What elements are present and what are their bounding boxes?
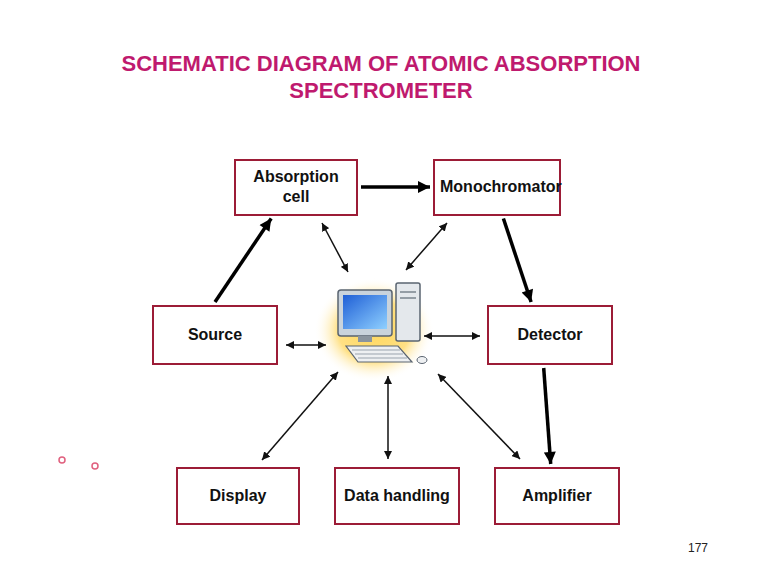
process-box: Absorption cell (234, 159, 358, 216)
box-label: Source (188, 325, 242, 345)
glow (314, 278, 434, 382)
box-label: Display (210, 486, 267, 506)
process-box: Amplifier (494, 467, 620, 525)
tower (396, 283, 420, 341)
box-label: Data handling (344, 486, 450, 506)
mouse (417, 357, 427, 364)
pointer-dot (59, 457, 65, 463)
flow-arrow (215, 219, 271, 303)
keyboard-keys (352, 350, 407, 358)
link-arrow (406, 223, 447, 270)
box-label: Absorption cell (241, 167, 351, 207)
process-box: Detector (487, 305, 613, 365)
computer-link-arrows (262, 223, 520, 460)
flow-arrow (503, 219, 531, 303)
keyboard (346, 346, 412, 362)
monitor (338, 290, 392, 336)
link-arrow (424, 335, 480, 337)
link-arrow (438, 374, 520, 459)
link-arrow (322, 223, 348, 272)
link-arrow (387, 376, 389, 459)
process-box: Data handling (334, 467, 460, 525)
drive-slot (400, 291, 416, 293)
box-label: Amplifier (522, 486, 591, 506)
process-box: Source (152, 305, 278, 365)
screen (343, 295, 387, 329)
link-arrow (286, 344, 326, 346)
monitor-stand (358, 336, 372, 342)
link-arrow (262, 372, 338, 460)
drive-slot (400, 297, 416, 299)
flow-arrow (544, 368, 551, 464)
process-box: Monochromator (433, 159, 561, 216)
box-label: Monochromator (440, 177, 554, 197)
page-number: 177 (688, 541, 708, 555)
pointer-dot (92, 463, 98, 469)
diagram-title: SCHEMATIC DIAGRAM OF ATOMIC ABSORPTION S… (101, 50, 661, 104)
process-box: Display (176, 467, 300, 525)
flow-arrow (361, 185, 430, 189)
box-label: Detector (518, 325, 583, 345)
